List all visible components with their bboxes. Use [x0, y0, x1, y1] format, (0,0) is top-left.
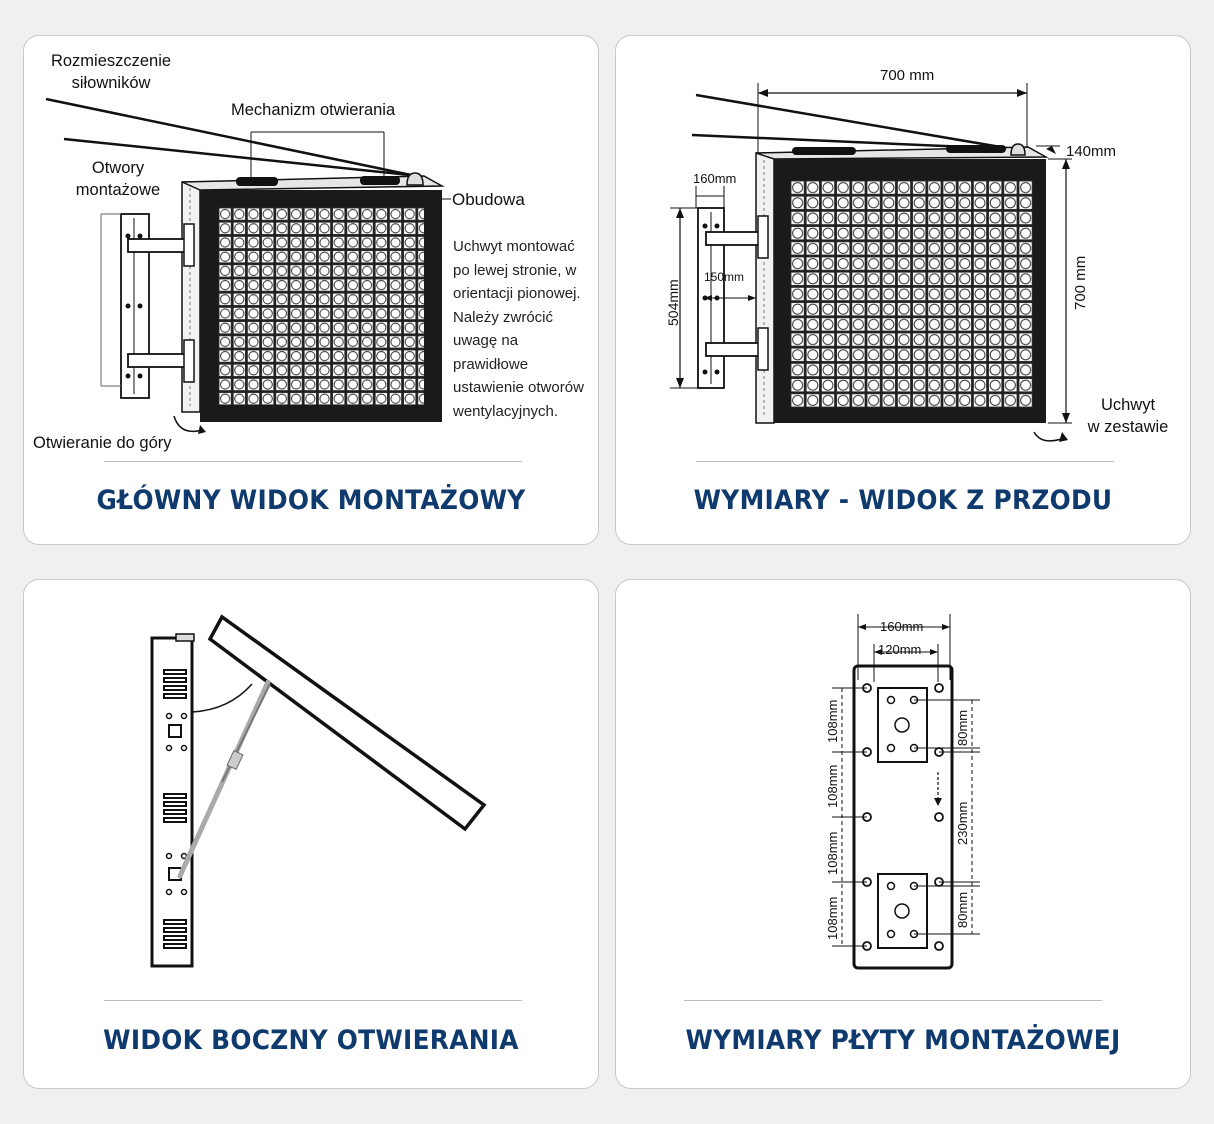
panel-divider: [696, 461, 1114, 462]
label-actuators: Rozmieszczenie siłowników: [50, 52, 172, 93]
main-mounting-diagram: [45, 97, 451, 434]
mechanism-leader-line: [63, 137, 411, 177]
bracket-arm-bottom: [705, 342, 763, 357]
label-mounting-holes: Otwory montażowe: [75, 159, 161, 200]
label-housing: Obudowa: [452, 190, 525, 209]
front-dimensions-diagram: [670, 83, 1072, 442]
actuator-leader-line: [45, 97, 417, 178]
housing-side: [755, 152, 775, 424]
dim-height: 700 mm: [1072, 255, 1089, 310]
vent-slots-top: [163, 669, 187, 699]
panel-divider: [104, 461, 522, 462]
panel-mounting-plate-dimensions: 160mm 120mm 108mm 108mm 108mm 108mm 80mm…: [615, 579, 1191, 1089]
panel-side-opening-view: WIDOK BOCZNY OTWIERANIA: [23, 579, 599, 1089]
dim-width: 700 mm: [880, 67, 935, 84]
panel-front-dimensions: 700 mm 140mm 160mm 150mm 504mm 700 mm Uc…: [615, 35, 1191, 545]
panel-caption: WIDOK BOCZNY OTWIERANIA: [103, 1025, 519, 1056]
dim-left-spacing-1: 108mm: [825, 699, 840, 743]
actuator-right: [946, 145, 1006, 153]
dim-right-top: 80mm: [955, 709, 970, 746]
dim-bracket-height: 504mm: [665, 279, 681, 326]
bracket-arm-top: [127, 238, 189, 253]
dim-inner-width: 120mm: [878, 642, 922, 657]
panel-caption: WYMIARY PŁYTY MONTAŻOWEJ: [685, 1025, 1121, 1056]
label-handle-included: Uchwyt w zestawie: [1087, 396, 1169, 437]
dim-left-spacing-2: 108mm: [825, 764, 840, 808]
dim-bracket-width: 160mm: [693, 171, 737, 186]
actuator-left: [792, 147, 856, 155]
label-mechanism: Mechanizm otwierania: [231, 101, 396, 119]
bracket-arm-bottom: [127, 353, 189, 368]
vent-slots-middle: [163, 793, 187, 823]
side-opening-diagram: [150, 614, 487, 968]
dim-depth: 140mm: [1066, 143, 1117, 160]
panel-caption: WYMIARY - WIDOK Z PRZODU: [693, 485, 1113, 516]
vent-slots-bottom: [163, 919, 187, 949]
mounting-note: Uchwyt montować po lewej stronie, w orie…: [453, 238, 584, 420]
dim-left-spacing-4: 108mm: [825, 896, 840, 940]
panel-caption: GŁÓWNY WIDOK MONTAŻOWY: [96, 485, 526, 516]
bracket-arm-top: [705, 231, 763, 246]
dim-right-middle: 230mm: [955, 801, 970, 845]
hinge-knob: [406, 172, 424, 186]
dim-outer-width: 160mm: [880, 619, 924, 634]
opening-arrow-icon: [173, 415, 203, 433]
connector-top: [168, 724, 182, 738]
ventilation-grid: [218, 207, 424, 405]
panel-main-mounting-view: Rozmieszczenie siłowników Mechanizm otwi…: [23, 35, 599, 545]
label-opening-up: Otwieranie do góry: [33, 434, 172, 452]
opened-lid: [207, 614, 487, 832]
actuator-right: [360, 176, 400, 185]
panel-divider: [104, 1000, 522, 1001]
dim-right-bottom: 80mm: [955, 891, 970, 928]
dim-arm: 150mm: [704, 270, 745, 284]
actuator-left: [236, 177, 278, 186]
housing-top: [181, 175, 445, 191]
dim-left-spacing-3: 108mm: [825, 831, 840, 875]
ventilation-grid: [790, 180, 1033, 408]
panel-divider: [684, 1000, 1102, 1001]
mounting-plate-diagram: [832, 614, 980, 970]
opening-angle-arc: [191, 683, 253, 713]
hinge-knob: [1010, 143, 1026, 156]
hinge: [175, 633, 195, 642]
handle-arrow-icon: [1033, 431, 1065, 442]
